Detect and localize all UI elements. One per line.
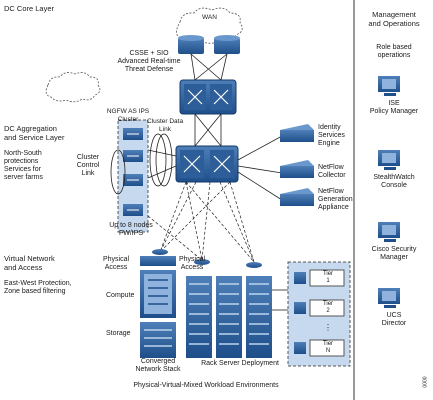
cluster-data-link-label: Cluster Data Link	[146, 118, 184, 133]
cluster-control-link-label: Cluster Control Link	[76, 154, 100, 177]
north-south-label: North-South protections Services for ser…	[4, 150, 43, 181]
physical-access-1-label: Physical Access	[102, 256, 130, 271]
figure-code: 0000	[422, 376, 429, 388]
netflow-appliance-label: NetFlow Generation Appliance	[318, 188, 353, 211]
mgmt-item-ise-label: ISE Policy Manager	[369, 100, 419, 115]
netflow-appliance-icon	[280, 188, 314, 206]
core-links	[147, 53, 283, 201]
tier-vm-icons	[294, 269, 345, 357]
up-to-nodes-label: Up to 8 nodes FW/IPS	[109, 222, 153, 237]
storage-label: Storage	[106, 330, 131, 337]
tier-1-label: Tier 1	[322, 271, 334, 284]
access-switch-1-icon	[152, 249, 168, 255]
tier-n-label: Tier N	[322, 341, 334, 354]
compute-label: Compute	[106, 292, 135, 299]
netflow-collector-label: NetFlow Collector	[318, 164, 346, 179]
firewall-node-icons	[123, 128, 143, 216]
wan-router-left-icon	[178, 35, 204, 54]
mgmt-item-ucs-label: UCS Director	[381, 312, 407, 327]
identity-engine-icon	[280, 124, 314, 142]
physical-access-2-label: Physical Access	[178, 256, 206, 271]
internet-cloud-icon	[45, 72, 101, 103]
footer-label: Physical-Virtual-Mixed Workload Environm…	[133, 382, 279, 389]
wan-router-right-icon	[214, 35, 240, 54]
aggregation-switch-icon	[175, 145, 239, 183]
role-based-ops-label: Role based operations	[376, 44, 412, 59]
rack-server-label: Rack Server Deployment	[201, 360, 279, 367]
cluster-control-link-ring	[110, 149, 126, 195]
netflow-collector-icon	[280, 160, 314, 178]
mgmt-item-csm-label: Cisco Security Manager	[371, 246, 417, 261]
wan-label: WAN	[202, 14, 217, 21]
core-switch-icon	[179, 79, 237, 115]
management-monitor-icons	[378, 76, 400, 308]
mgmt-item-stealthwatch-label: StealthWatch Console	[373, 174, 415, 189]
rack-server-icon	[186, 276, 272, 358]
access-switch-3-icon	[246, 262, 262, 268]
access-links	[147, 181, 255, 263]
section-dc-aggregation: DC Aggregation and Service Layer	[4, 124, 65, 142]
section-management: Management and Operations	[368, 10, 420, 28]
cluster-data-link-ring	[149, 133, 167, 187]
converged-stack-icon	[140, 256, 176, 358]
sio-label: CSSE + SIO Advanced Real-time Threat Def…	[117, 50, 181, 73]
access-switch-2-icon	[194, 259, 210, 265]
identity-engine-label: Identity Services Engine	[318, 124, 345, 147]
section-dc-core: DC Core Layer	[4, 4, 55, 13]
east-west-label: East-West Protection, Zone based filteri…	[4, 280, 72, 295]
section-virtual-network: Virtual Network and Access	[4, 254, 55, 272]
converged-stack-label: Converged Network Stack	[135, 358, 181, 373]
tier-2-label: Tier 2	[322, 301, 334, 314]
ngfw-cluster-label: NGFW AS IPS Cluster	[106, 108, 150, 123]
tier-dots-label: ⋮	[324, 323, 332, 332]
